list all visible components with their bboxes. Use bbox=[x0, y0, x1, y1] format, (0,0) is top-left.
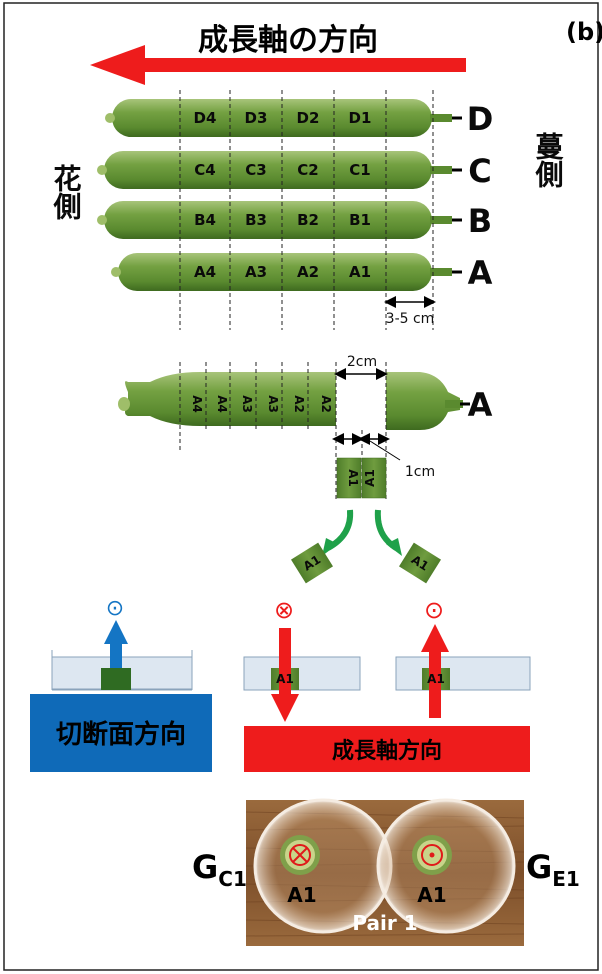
segment-label-c1: C1 bbox=[349, 161, 370, 179]
segment-label-d4: D4 bbox=[194, 109, 217, 127]
strip-label: A2 bbox=[292, 395, 306, 413]
cucumber-body-c bbox=[104, 151, 432, 189]
row-letter-a: A bbox=[468, 254, 493, 292]
cucumber-body-d bbox=[112, 99, 432, 137]
left-group-label: GC1 bbox=[192, 848, 247, 891]
vine-side-label: 蔓側 bbox=[532, 132, 565, 188]
segment-label-a1: A1 bbox=[349, 263, 371, 281]
strip-label: A4 bbox=[190, 395, 204, 413]
segment-label-b4: B4 bbox=[194, 211, 216, 229]
segment-label-a3: A3 bbox=[245, 263, 267, 281]
cucumber-rows: D D4 D3 D2 D1C C4 C3 C2 C1B B4 B3 B2 B1A A4 A3 A2 A1 bbox=[97, 99, 493, 292]
tilted-piece-left: A1 bbox=[291, 542, 333, 584]
cut-surface-symbol: ⊙ bbox=[106, 596, 124, 621]
segment-label-b3: B3 bbox=[245, 211, 267, 229]
dish-label-left: A1 bbox=[276, 672, 294, 686]
segment-label-a2: A2 bbox=[297, 263, 319, 281]
segment-label-c2: C2 bbox=[297, 161, 318, 179]
slice-right-label: A1 bbox=[363, 469, 377, 487]
segment-label-c3: C3 bbox=[245, 161, 266, 179]
growth-direction-box bbox=[244, 726, 530, 772]
segment-label-c4: C4 bbox=[194, 161, 215, 179]
cut-surface-direction-label: 切断面方向 bbox=[56, 719, 186, 750]
segment-divider-lines bbox=[179, 90, 434, 330]
panel-frame bbox=[3, 2, 599, 971]
tilted-piece-right: A1 bbox=[399, 542, 441, 584]
cucumber-body-a bbox=[118, 253, 432, 291]
cut-surface-direction-box bbox=[30, 694, 212, 772]
segment-label-b2: B2 bbox=[297, 211, 319, 229]
slice-leader-line bbox=[369, 440, 401, 461]
cucumber-tip-d bbox=[105, 113, 115, 123]
segment-label-d2: D2 bbox=[297, 109, 320, 127]
cucumber-stem-a bbox=[430, 268, 452, 276]
growth-direction-label: 成長軸方向 bbox=[332, 738, 442, 764]
dish-label-right: A1 bbox=[427, 672, 445, 686]
cut-detail-row-letter: A bbox=[468, 386, 493, 424]
petri-dish-photo bbox=[245, 798, 525, 946]
strip-label: A4 bbox=[215, 395, 229, 413]
right-group-label: GE1 bbox=[526, 848, 580, 891]
end-length-label: 3-5 cm bbox=[386, 311, 435, 327]
row-letter-c: C bbox=[468, 152, 491, 190]
slice-left-label: A1 bbox=[346, 469, 360, 487]
row-letter-b: B bbox=[468, 202, 492, 240]
cut-surface-setup: ⊙ bbox=[51, 596, 193, 691]
out-symbol: ⊙ bbox=[424, 596, 444, 624]
green-split-arrows bbox=[322, 509, 402, 556]
segment-label-a4: A4 bbox=[194, 263, 216, 281]
pair-label: Pair 1 bbox=[352, 911, 417, 935]
slice-pair bbox=[336, 457, 387, 499]
cut-detail-cucumber bbox=[118, 372, 463, 430]
segment-label-d3: D3 bbox=[245, 109, 268, 127]
slice-label: 1cm bbox=[405, 464, 435, 480]
photo-left-sample-label: A1 bbox=[287, 883, 316, 907]
photo-right-sample-label: A1 bbox=[417, 883, 446, 907]
strip-label: A3 bbox=[266, 395, 280, 413]
row-letter-d: D bbox=[467, 100, 494, 138]
strip-label: A3 bbox=[240, 395, 254, 413]
cucumber-tip-a bbox=[111, 267, 121, 277]
strip-label: A2 bbox=[319, 395, 333, 413]
growth-into-setup: ⊗ A1 bbox=[243, 596, 361, 722]
cucumber-tip-c bbox=[97, 165, 107, 175]
growth-axis-arrow bbox=[90, 45, 466, 85]
cucumber-body-b bbox=[104, 201, 432, 239]
cut-strip-labels: A4 A4 A3 A3 A2 A2 bbox=[190, 395, 333, 413]
segment-label-d1: D1 bbox=[349, 109, 372, 127]
growth-out-setup: ⊙ A1 bbox=[395, 596, 531, 718]
cucumber-stem-d bbox=[430, 114, 452, 122]
gap-label: 2cm bbox=[347, 354, 377, 370]
panel-label: (b) bbox=[566, 18, 602, 46]
cucumber-stem-b bbox=[430, 216, 452, 224]
flower-side-label: 花側 bbox=[50, 164, 83, 220]
segment-label-b1: B1 bbox=[349, 211, 371, 229]
cucumber-stem-c bbox=[430, 166, 452, 174]
cucumber-tip-b bbox=[97, 215, 107, 225]
into-symbol: ⊗ bbox=[274, 596, 294, 624]
growth-axis-title: 成長軸の方向 bbox=[198, 23, 378, 58]
